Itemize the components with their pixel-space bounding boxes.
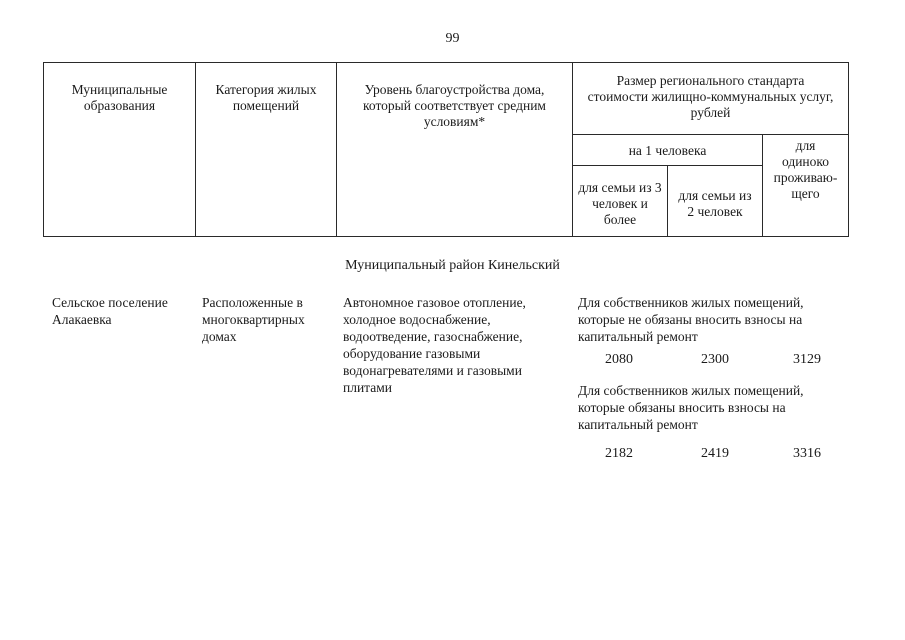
header-family2: для семьи из 2 человек xyxy=(667,165,763,237)
section-title: Муниципальный район Кинельский xyxy=(345,258,560,273)
header-family3: для семьи из 3 человек и более xyxy=(572,165,668,237)
header-category: Категория жилых помещений xyxy=(195,62,337,237)
table-header: Муниципальные образования Категория жилы… xyxy=(43,62,849,237)
row-municipal: Сельское поселение Алакаевка xyxy=(52,295,168,327)
header-size: Размер регионального стандарта стоимости… xyxy=(572,62,849,135)
header-per-person: на 1 человека xyxy=(572,134,763,166)
value-family2: 2300 xyxy=(701,352,729,367)
group-label: Для собственников жилых помещений, котор… xyxy=(578,383,804,432)
row-level: Автономное газовое отопление, холодное в… xyxy=(343,295,526,395)
value-family3: 2080 xyxy=(605,352,633,367)
value-single: 3316 xyxy=(793,446,821,461)
header-level: Уровень благоустройства дома, который со… xyxy=(336,62,573,237)
header-single: для одиноко проживаю-щего xyxy=(762,134,849,237)
value-single: 3129 xyxy=(793,352,821,367)
page-number: 99 xyxy=(445,31,460,46)
header-municipal: Муниципальные образования xyxy=(43,62,196,237)
row-category: Расположенные в многоквартирных домах xyxy=(202,295,305,344)
value-family2: 2419 xyxy=(701,446,729,461)
value-family3: 2182 xyxy=(605,446,633,461)
group-label: Для собственников жилых помещений, котор… xyxy=(578,295,804,344)
